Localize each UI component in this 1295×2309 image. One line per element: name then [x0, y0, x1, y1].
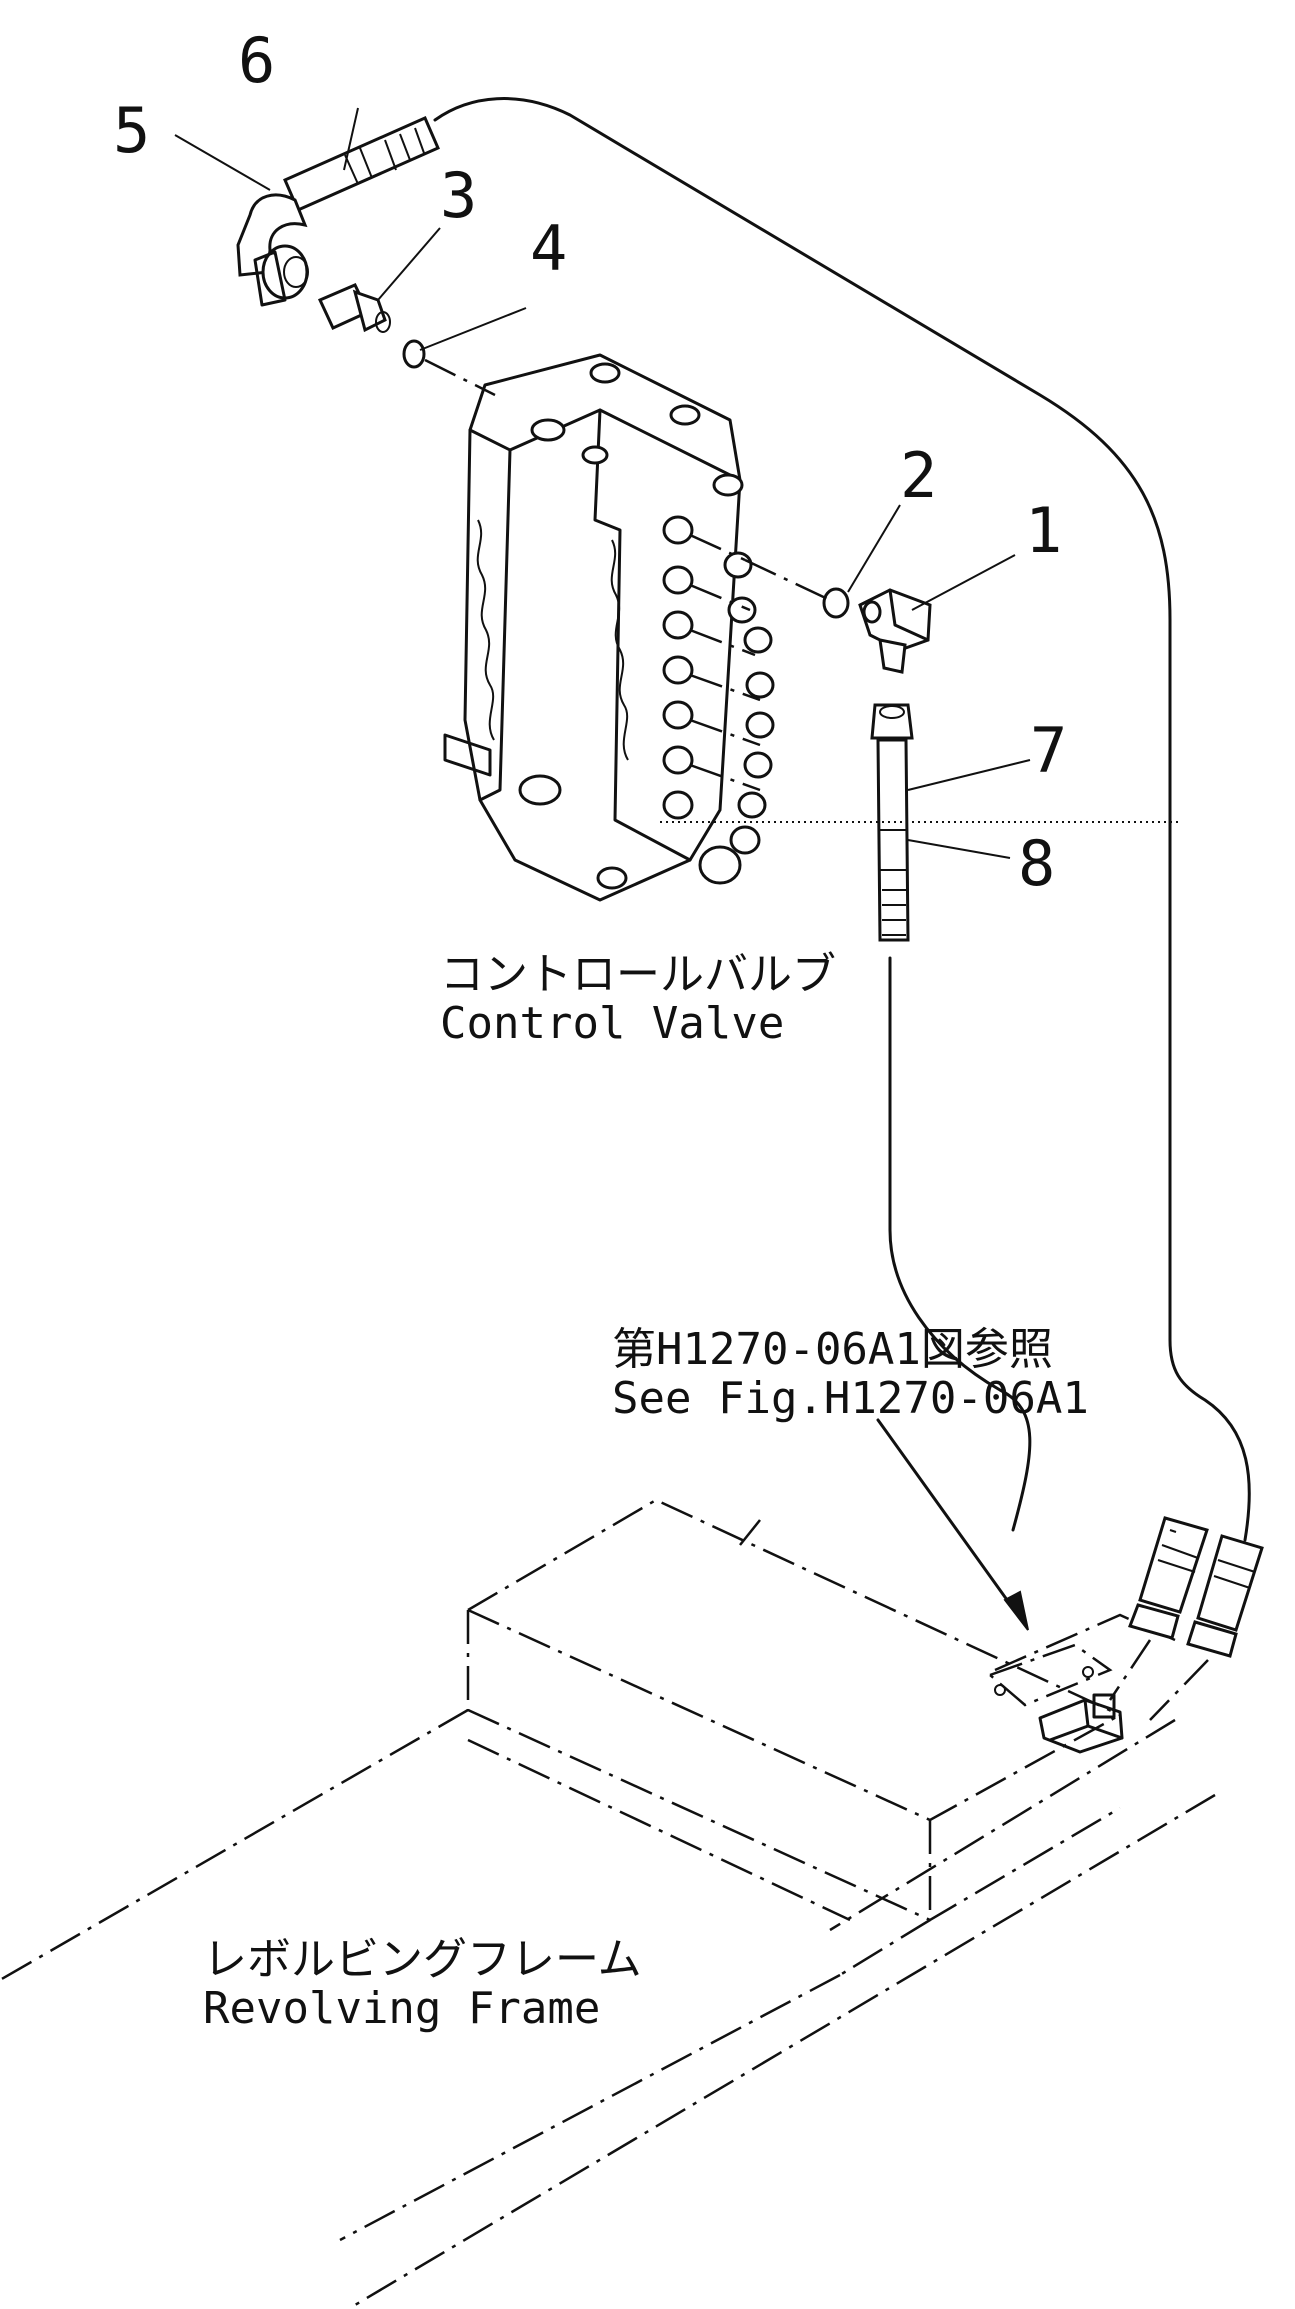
control-valve-body — [443, 353, 831, 902]
part-5-elbow — [236, 193, 309, 307]
reference-arrow — [876, 1418, 1029, 1631]
part-8-hose — [876, 738, 910, 942]
valve-port-stack — [662, 515, 775, 885]
callout-6: 6 — [238, 24, 276, 97]
control-valve-caption: コントロールバルブ Control Valve — [440, 950, 836, 1049]
part-4-o-ring — [402, 339, 426, 369]
control-valve-caption-jp: コントロールバルブ — [440, 949, 836, 1000]
callout-3: 3 — [440, 159, 478, 232]
reference-caption-jp: 第H1270-06A1図参照 — [612, 1324, 1053, 1375]
part-2-o-ring — [822, 587, 850, 619]
hose-loop — [433, 97, 1251, 1542]
revolving-frame-outline — [0, 1498, 1216, 2307]
callout-5: 5 — [113, 94, 151, 167]
part-7-hose-nut — [870, 703, 914, 740]
callout-2: 2 — [900, 439, 938, 512]
part-1-elbow-fitting — [858, 588, 932, 674]
callout-7: 7 — [1030, 714, 1068, 787]
callout-8: 8 — [1018, 827, 1056, 900]
revolving-frame-caption: レボルビングフレーム Revolving Frame — [203, 1935, 642, 2034]
hose-end-fittings — [1108, 1516, 1264, 1721]
callout-4: 4 — [530, 212, 568, 285]
frame-fitting-block — [987, 1643, 1124, 1754]
callout-1: 1 — [1025, 494, 1063, 567]
callout-leaders-right — [660, 504, 1180, 859]
reference-caption: 第H1270-06A1図参照 See Fig.H1270-06A1 — [612, 1325, 1089, 1424]
revolving-frame-caption-en: Revolving Frame — [203, 1983, 601, 2035]
revolving-frame-caption-jp: レボルビングフレーム — [203, 1934, 642, 1985]
part-6-hose — [283, 116, 440, 212]
control-valve-caption-en: Control Valve — [440, 998, 785, 1050]
part-3-adapter — [317, 283, 391, 333]
reference-caption-en: See Fig.H1270-06A1 — [612, 1373, 1089, 1425]
